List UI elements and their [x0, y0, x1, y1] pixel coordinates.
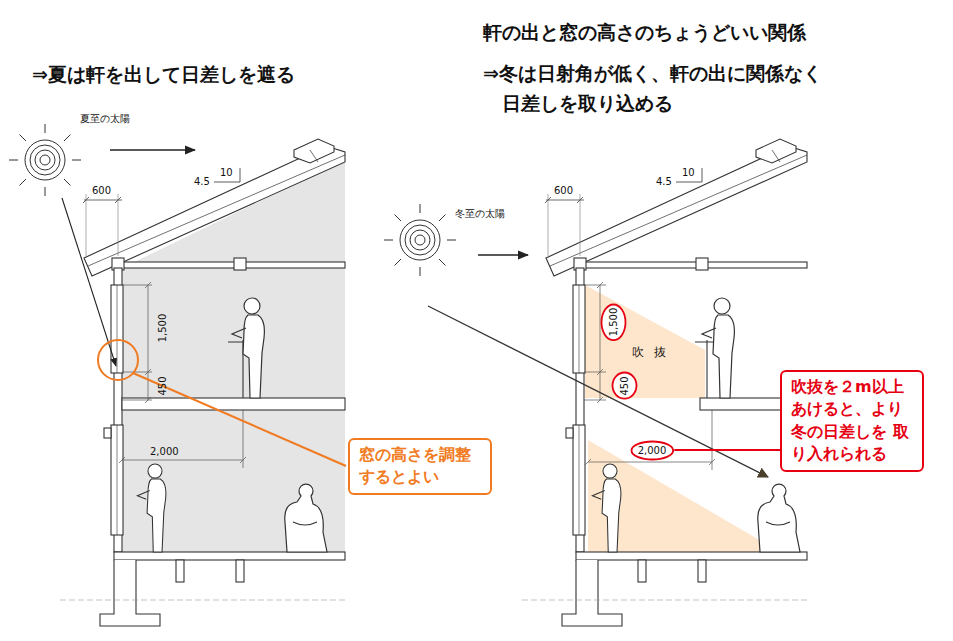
sun-motion-arrow	[110, 149, 195, 150]
dimension-label: 4.5	[656, 176, 672, 187]
dimension-text: 450	[619, 376, 630, 395]
callout-text: 吹抜を２m以上 あけると、より 冬の日差しを 取り入れられる	[791, 376, 913, 466]
dimension-label: 夏至の太陽	[80, 112, 130, 126]
dimension-label: 吹抜	[632, 344, 675, 361]
dimension-label: 10	[682, 167, 695, 178]
dimension-text: 1,500	[608, 308, 619, 337]
sun-motion-arrow	[478, 254, 528, 255]
heading-text: ⇒夏は軒を出して日差しを遮る	[32, 62, 295, 88]
dimension-text: 2,000	[638, 445, 667, 456]
person-figure	[702, 298, 734, 398]
dimension-oval: 1,500	[600, 303, 627, 342]
summer-sun-ray	[62, 198, 116, 366]
floor-slabs	[228, 340, 720, 398]
callout-text: 窓の高さを調整 するとよい	[359, 444, 481, 489]
floor-slabs	[122, 398, 345, 410]
callout-connector	[674, 449, 780, 451]
dimension-label: 10	[220, 167, 233, 178]
summer-sun	[9, 124, 81, 196]
person-figure	[137, 464, 166, 552]
heading-text: ⇒冬は日射角が低く、軒の出に関係なく 日差しを取り込める	[483, 58, 840, 119]
summer-house-shell	[60, 139, 345, 626]
winter-house-shell	[522, 139, 807, 626]
dimension-label: 450	[157, 376, 168, 395]
winter-sun	[384, 204, 456, 276]
dimension-label: 4.5	[194, 176, 210, 187]
summer-interior-shade	[122, 160, 345, 552]
title-text: 軒の出と窓の高さのちょうどいい関係	[483, 20, 806, 46]
person-figure	[592, 464, 621, 552]
person-figure	[232, 298, 264, 398]
dimension-label: 600	[92, 185, 111, 196]
dimension-lines	[119, 410, 246, 468]
dimension-label: 冬至の太陽	[455, 207, 505, 221]
winter-sunlight-band	[588, 440, 780, 552]
oval-outline	[631, 441, 673, 459]
oval-outline	[601, 304, 625, 340]
dimension-oval: 450	[611, 371, 638, 400]
window-highlight-circle	[98, 340, 138, 380]
callout-box: 窓の高さを調整 するとよい	[348, 438, 492, 495]
leader-line	[133, 373, 346, 466]
callout-box: 吹抜を２m以上 あけると、より 冬の日差しを 取り入れられる	[780, 370, 924, 472]
winter-sunlight-band	[585, 285, 705, 398]
dimension-label: 1,500	[157, 314, 168, 343]
dimension-label: 2,000	[150, 446, 179, 457]
seated-figure	[758, 484, 800, 552]
floor-slabs	[122, 340, 805, 410]
dimension-lines	[584, 282, 606, 403]
oval-outline	[612, 373, 636, 399]
dimension-oval: 2,000	[630, 440, 675, 461]
dimension-label: 600	[554, 185, 573, 196]
seated-figure	[285, 484, 327, 552]
